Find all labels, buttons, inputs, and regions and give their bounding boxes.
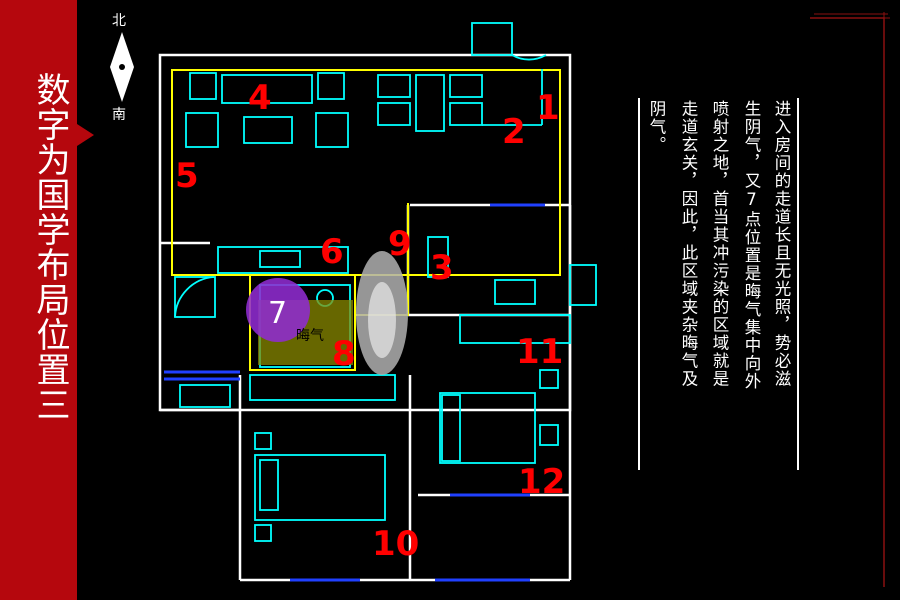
marker-7: 7 [268, 296, 287, 331]
desc-rule-left [638, 98, 640, 470]
marker-4: 4 [248, 78, 272, 118]
furniture [174, 22, 597, 542]
marker-8: 8 [332, 334, 356, 374]
marker-3: 3 [430, 248, 454, 288]
stain-cloud-core [368, 282, 396, 358]
corner-frame [810, 12, 890, 587]
floor-plan: 7 晦气 1 2 3 4 5 6 8 9 10 11 12 [158, 22, 597, 582]
markers: 1 2 3 4 5 6 8 9 10 11 12 [175, 78, 565, 564]
purple-spot-icon [246, 278, 310, 342]
marker-1: 1 [536, 88, 560, 128]
desc-col-4: 走道玄关，因此，此区域夹杂晦气及 [679, 100, 698, 388]
marker-11: 11 [516, 332, 563, 372]
compass-icon [110, 32, 134, 102]
sidebar-arrow [77, 124, 94, 146]
stain-label: 晦气 [296, 328, 324, 344]
marker-2: 2 [502, 112, 526, 152]
windows [164, 203, 545, 582]
sidebar-title: 数字为国学布局位置三 [30, 72, 70, 422]
sidebar: 数字为国学布局位置三 [0, 0, 77, 600]
marker-5: 5 [175, 156, 199, 196]
compass-north-label: 北 [112, 13, 126, 29]
desc-col-5: 阴气。 [647, 100, 666, 154]
compass-south-label: 南 [112, 107, 126, 123]
desc-col-2: 生阴气，又7点位置是晦气集中向外 [742, 100, 761, 391]
marker-6: 6 [320, 232, 344, 272]
marker-12: 12 [518, 462, 565, 502]
marker-9: 9 [388, 224, 412, 264]
marker-10: 10 [372, 524, 419, 564]
desc-rule-right [797, 98, 799, 470]
desc-col-3: 喷射之地，首当其冲污染的区域就是 [710, 100, 729, 388]
desc-col-1: 进入房间的走道长且无光照，势必滋 [772, 100, 791, 388]
